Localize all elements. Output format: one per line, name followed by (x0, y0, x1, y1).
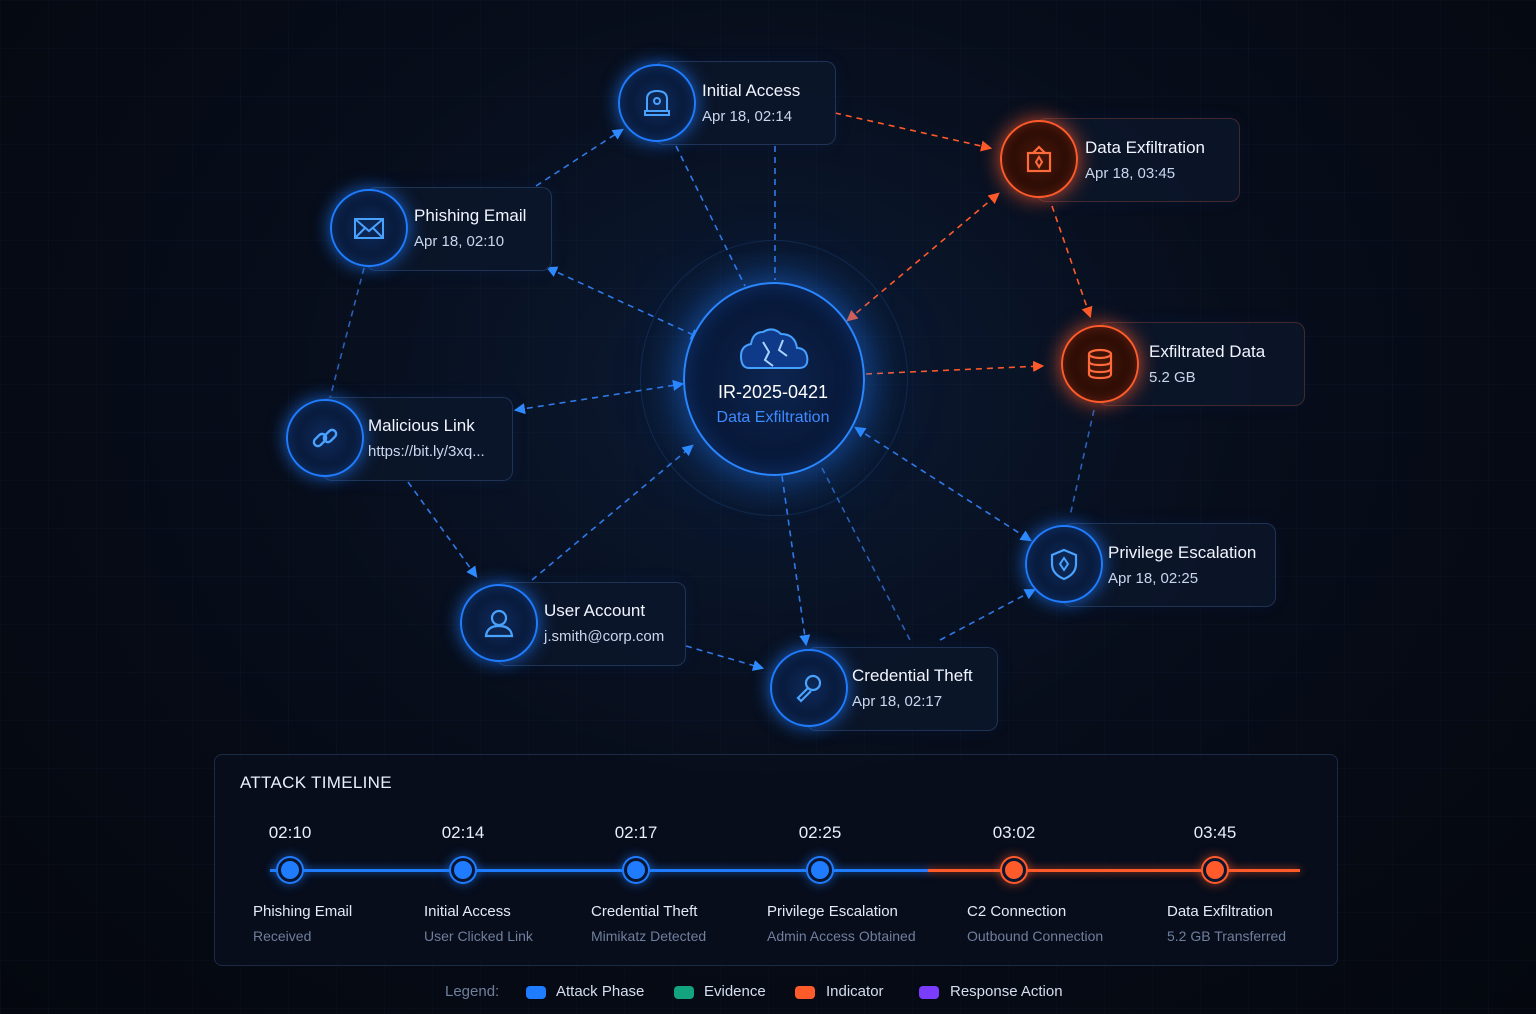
timeline-event-marker[interactable] (1203, 858, 1227, 882)
database-icon (1061, 325, 1139, 403)
incident-center-node[interactable] (683, 282, 865, 476)
node-subtitle: https://bit.ly/3xq... (368, 443, 485, 460)
timeline-heading: ATTACK TIMELINE (240, 773, 392, 792)
node-title: Phishing Email (414, 206, 527, 225)
timeline-event-marker[interactable] (624, 858, 648, 882)
edge-initial-exfil (834, 112, 993, 152)
timeline-event-marker[interactable] (1002, 858, 1026, 882)
node-subtitle: j.smith@corp.com (544, 628, 665, 645)
legend-label: Attack Phase (556, 983, 645, 1000)
node-subtitle: 5.2 GB (1149, 369, 1196, 386)
edge-center-data (865, 360, 1045, 375)
timeline-track-indicator (928, 869, 1300, 872)
timeline-event-detail: Received (253, 928, 312, 944)
timeline-event-label: Phishing Email (253, 903, 353, 920)
timeline-event-label: Data Exfiltration (1167, 903, 1273, 920)
legend-swatch-attack-phase (526, 986, 546, 999)
badge-icon (618, 64, 696, 142)
edge-phishing-initial (535, 128, 624, 187)
timeline-track-attack (270, 869, 930, 872)
timeline-event-time: 02:14 (441, 823, 485, 842)
node-subtitle: Apr 18, 02:14 (702, 108, 793, 125)
timeline-event-time: 02:17 (614, 823, 658, 842)
timeline-event-detail: 5.2 GB Transferred (1167, 928, 1287, 944)
timeline-event-time: 03:02 (992, 823, 1036, 842)
timeline-event-detail: Mimikatz Detected (591, 928, 707, 944)
edge-exfil-data (1051, 205, 1093, 319)
edge-phishing-link (329, 267, 365, 399)
timeline-event-detail: User Clicked Link (424, 928, 533, 944)
edge-user-center (531, 444, 694, 581)
incident-type: Data Exfiltration (716, 409, 830, 426)
timeline-event-marker[interactable] (278, 858, 302, 882)
node-title: Credential Theft (852, 666, 973, 685)
node-title: Data Exfiltration (1085, 138, 1205, 157)
user-icon (460, 584, 538, 662)
node-subtitle: Apr 18, 02:10 (414, 233, 505, 250)
edge-initial-center-a (675, 145, 746, 287)
timeline-event-label: Privilege Escalation (767, 903, 898, 920)
timeline-event-label: C2 Connection (967, 903, 1067, 920)
timeline-event-marker[interactable] (808, 858, 832, 882)
timeline-event-marker[interactable] (451, 858, 475, 882)
node-title: Privilege Escalation (1108, 543, 1257, 562)
package-icon (1000, 120, 1078, 198)
timeline-event-time: 02:10 (268, 823, 312, 842)
timeline-event-time: 02:25 (798, 823, 842, 842)
legend-title: Legend: (445, 983, 500, 1000)
edge-credential-privilege (939, 588, 1036, 641)
incident-id: IR-2025-0421 (717, 382, 829, 402)
timeline-event-label: Initial Access (424, 903, 511, 920)
edge-phishing-center (545, 266, 703, 340)
legend-label: Indicator (826, 983, 884, 1000)
envelope-icon (330, 189, 408, 267)
timeline-event-label: Credential Theft (591, 903, 698, 920)
cloud-breach-icon (739, 328, 809, 369)
node-subtitle: Apr 18, 02:17 (852, 693, 943, 710)
node-title: User Account (544, 601, 646, 620)
center-halo (640, 240, 908, 516)
link-icon (286, 399, 364, 477)
legend-label: Response Action (950, 983, 1063, 1000)
node-subtitle: Apr 18, 02:25 (1108, 570, 1199, 587)
legend-label: Evidence (704, 983, 766, 1000)
edge-link-user (407, 481, 478, 578)
legend-swatch-response-action (919, 986, 939, 999)
node-title: Exfiltrated Data (1149, 342, 1266, 361)
timeline-event-detail: Outbound Connection (967, 928, 1104, 944)
shield-icon (1025, 525, 1103, 603)
edge-data-privilege (1069, 409, 1095, 517)
legend-swatch-evidence (674, 986, 694, 999)
node-title: Initial Access (702, 81, 801, 100)
node-title: Malicious Link (368, 416, 475, 435)
node-subtitle: Apr 18, 03:45 (1085, 165, 1176, 182)
timeline-event-time: 03:45 (1193, 823, 1237, 842)
attack-timeline-panel (214, 754, 1338, 966)
timeline-event-detail: Admin Access Obtained (767, 928, 916, 944)
key-icon (770, 649, 848, 727)
edge-user-credential (685, 645, 765, 671)
legend-swatch-indicator (795, 986, 815, 999)
